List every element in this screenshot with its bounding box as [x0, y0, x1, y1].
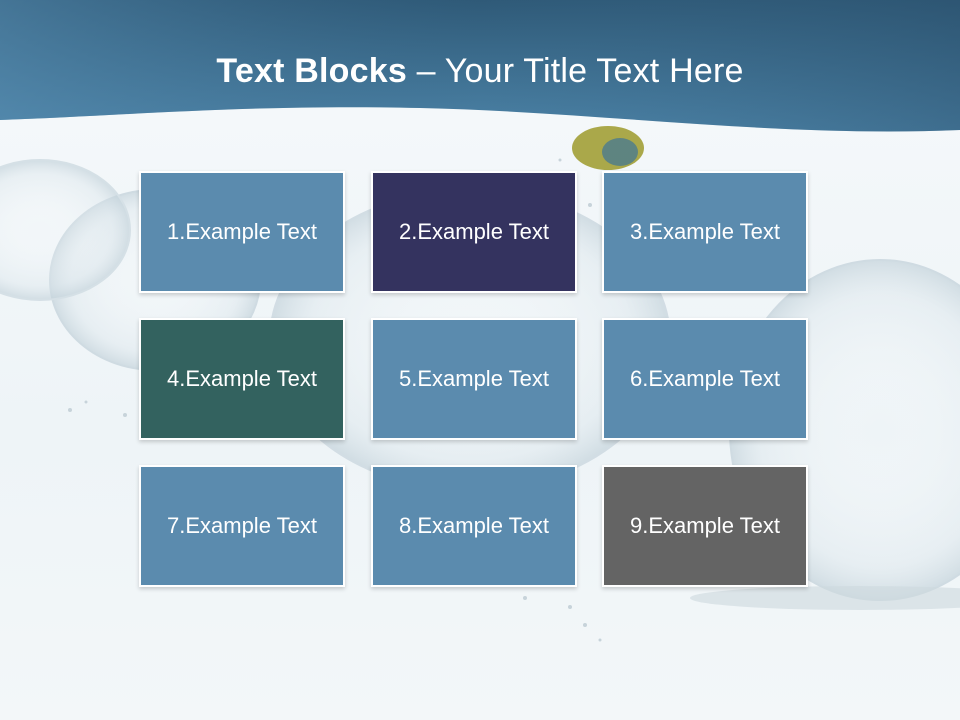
- text-block-7[interactable]: 7.Example Text: [139, 465, 345, 587]
- title-dash: –: [406, 52, 445, 90]
- title-rest: Your Title Text Here: [444, 52, 744, 90]
- text-block-label: 3.Example Text: [629, 219, 780, 244]
- text-block-6[interactable]: 6.Example Text: [602, 318, 808, 440]
- text-block-label: 9.Example Text: [629, 513, 780, 538]
- text-block-label: 2.Example Text: [398, 219, 549, 244]
- text-block-4[interactable]: 4.Example Text: [139, 318, 345, 440]
- text-block-2[interactable]: 2.Example Text: [371, 171, 577, 293]
- title-bold: Text Blocks: [216, 52, 407, 90]
- text-block-8[interactable]: 8.Example Text: [371, 465, 577, 587]
- text-block-5[interactable]: 5.Example Text: [371, 318, 577, 440]
- text-block-grid: 1.Example Text 2.Example Text 3.Example …: [139, 171, 815, 593]
- text-block-label: 4.Example Text: [166, 366, 317, 391]
- text-block-1[interactable]: 1.Example Text: [139, 171, 345, 293]
- text-block-label: 8.Example Text: [398, 513, 549, 538]
- text-block-label: 7.Example Text: [166, 513, 317, 538]
- text-block-3[interactable]: 3.Example Text: [602, 171, 808, 293]
- text-block-label: 6.Example Text: [629, 366, 780, 391]
- text-block-label: 1.Example Text: [166, 219, 317, 244]
- text-block-label: 5.Example Text: [398, 366, 549, 391]
- text-block-9[interactable]: 9.Example Text: [602, 465, 808, 587]
- slide-title: Text Blocks – Your Title Text Here: [0, 52, 960, 91]
